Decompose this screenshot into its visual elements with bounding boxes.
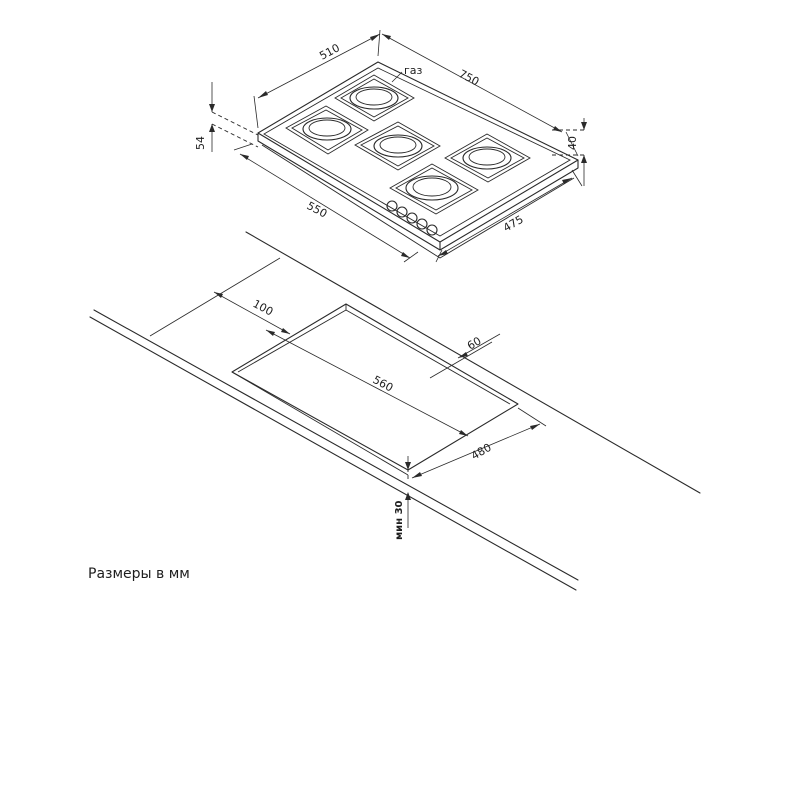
countertop — [89, 231, 701, 591]
knob-1 — [386, 200, 398, 212]
dim-475: 475 — [435, 169, 583, 263]
knob-5 — [426, 224, 438, 236]
gas-label: газ — [404, 64, 423, 77]
burner-1 — [334, 74, 415, 122]
burner-grates — [285, 74, 531, 215]
knob-3 — [406, 212, 418, 224]
cutout-opening — [231, 303, 519, 471]
dim-100-label: 100 — [251, 297, 276, 318]
burner-3 — [354, 121, 441, 171]
knob-4 — [416, 218, 428, 230]
burner-2 — [285, 105, 369, 155]
dim-min-30: мин 30 — [394, 456, 411, 540]
dim-480-label: 480 — [469, 441, 494, 463]
dim-750-label: 750 — [457, 67, 482, 88]
dim-min-30-label: мин 30 — [394, 500, 405, 540]
burner-4 — [444, 133, 531, 183]
dim-40: 40 — [552, 118, 587, 186]
dim-54-label: 54 — [194, 136, 207, 150]
dim-40-label: 40 — [566, 136, 579, 150]
knob-2 — [396, 206, 408, 218]
gas-inlet: газ — [391, 64, 423, 83]
control-knobs — [386, 200, 438, 236]
dim-475-label: 475 — [501, 213, 526, 235]
dim-550-label: 550 — [305, 199, 330, 220]
dim-60: 60 — [429, 333, 501, 379]
dim-560: 560 — [265, 329, 469, 437]
dim-60-label: 60 — [465, 334, 484, 352]
dim-480: 480 — [411, 407, 547, 479]
units-caption: Размеры в мм — [88, 566, 190, 582]
dim-100: 100 — [149, 257, 291, 337]
burner-5 — [389, 163, 479, 215]
dim-54: 54 — [194, 82, 259, 152]
hob-body — [257, 61, 579, 259]
dim-510-label: 510 — [317, 41, 342, 62]
